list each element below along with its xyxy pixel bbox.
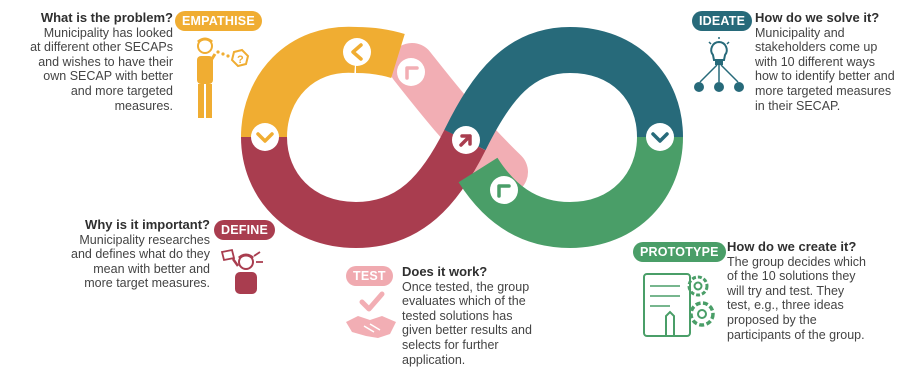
ideate-arrow-icon [646, 123, 674, 151]
ideate-text: How do we solve it? Municipality and sta… [755, 10, 915, 113]
empathise-line: and more targeted [70, 83, 173, 98]
ideate-line: stakeholders come up [755, 40, 878, 55]
blueprint-gears-icon [643, 273, 715, 337]
empathise-text: What is the problem? Municipality has lo… [10, 10, 173, 113]
define-line: and defines what do they [71, 247, 210, 262]
test-line: application. [402, 352, 466, 367]
person-thinking-icon: ? [197, 37, 250, 118]
define-line: Municipality researches [79, 232, 210, 247]
empathise-arrow-icon [343, 38, 371, 66]
prototype-badge: PROTOTYPE [633, 242, 726, 262]
test-line: tested solutions has [402, 308, 513, 323]
test-line: selects for further [402, 337, 499, 352]
define-line: more target measures. [84, 276, 210, 291]
empathise-line: own SECAP with better [43, 69, 173, 84]
empathise-loop-segment [241, 26, 358, 139]
empathise-line: Municipality has looked [43, 25, 173, 40]
prototype-question: How do we create it? [727, 239, 857, 254]
prototype-text: How do we create it? The group decides w… [727, 239, 912, 342]
empathise-line: at different other SECAPs [30, 40, 173, 55]
define-badge: DEFINE [214, 220, 276, 240]
test-question: Does it work? [402, 264, 488, 279]
test-text: Does it work? Once tested, the group eva… [402, 264, 577, 367]
empathise-down-arrow-icon [251, 123, 279, 151]
test-line: given better results and [402, 323, 532, 338]
ideate-line: with 10 different ways [755, 54, 875, 69]
prototype-line: of the 10 solutions they [727, 269, 856, 284]
person-idea-icon [220, 248, 263, 294]
test-arrow-icon [397, 58, 425, 86]
lightbulb-network-icon [694, 37, 744, 92]
prototype-line: proposed by the [727, 312, 817, 327]
test-badge: TEST [346, 266, 393, 286]
define-arrow-icon [452, 126, 480, 154]
ideate-line: in their SECAP. [755, 98, 841, 113]
prototype-arrow-icon [490, 176, 518, 204]
ideate-question: How do we solve it? [755, 10, 880, 25]
prototype-line: participants of the group. [727, 327, 865, 342]
empathise-badge: EMPATHISE [175, 11, 262, 31]
prototype-line: will try and test. They [727, 283, 845, 298]
ideate-line: how to identify better and [755, 69, 895, 84]
svg-text:?: ? [237, 54, 244, 66]
test-line: evaluates which of the [402, 294, 526, 309]
handshake-check-icon [346, 291, 396, 338]
ideate-loop-segment [444, 26, 683, 151]
prototype-line: The group decides which [727, 254, 866, 269]
ideate-line: Municipality and [755, 25, 845, 40]
empathise-line: and wishes to have their [38, 54, 173, 69]
prototype-line: test, e.g., three ideas [727, 298, 844, 313]
empathise-question: What is the problem? [40, 10, 173, 25]
ideate-line: more targeted measures [755, 83, 892, 98]
define-question: Why is it important? [85, 217, 210, 232]
ideate-badge: IDEATE [692, 11, 753, 31]
test-line: Once tested, the group [402, 279, 530, 294]
define-line: mean with better and [93, 261, 210, 276]
empathise-line: measures. [114, 98, 173, 113]
define-text: Why is it important? Municipality resear… [10, 217, 210, 291]
define-loop-segment [241, 129, 486, 249]
